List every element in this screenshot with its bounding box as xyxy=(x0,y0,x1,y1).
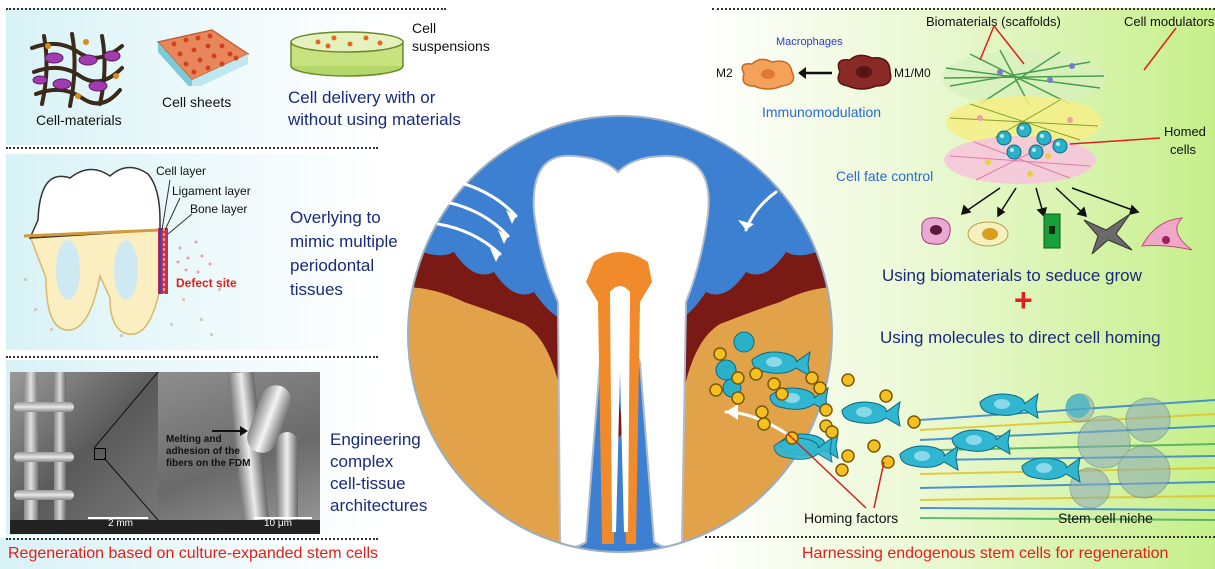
cell-suspension-dish-illustration xyxy=(288,28,406,78)
biomaterials-statement: Using biomaterials to seduce grow xyxy=(882,266,1142,286)
divider xyxy=(6,147,378,149)
engineering-caption-line2: complex xyxy=(330,452,393,472)
m2-label: M2 xyxy=(716,66,733,80)
overlying-caption-line4: tissues xyxy=(290,280,343,300)
cell-modulators-label: Cell modulators xyxy=(1124,14,1214,29)
cell-fate-control-label: Cell fate control xyxy=(836,168,933,184)
homed-cells-label-line2: cells xyxy=(1170,142,1196,157)
bone-layer-label: Bone layer xyxy=(190,202,247,216)
divider xyxy=(712,8,1215,10)
macrophage-m1-cell xyxy=(832,52,894,92)
homed-cells-label-line1: Homed xyxy=(1164,124,1206,139)
m1-to-m2-arrow xyxy=(798,66,832,80)
macrophages-label: Macrophages xyxy=(776,36,843,48)
right-footer-title: Harnessing endogenous stem cells for reg… xyxy=(802,545,1168,563)
m1m0-label: M1/M0 xyxy=(894,66,931,80)
cell-sheets-illustration xyxy=(152,24,252,86)
stem-cell-niche-label: Stem cell niche xyxy=(1058,510,1153,526)
cell-delivery-caption-line1: Cell delivery with or xyxy=(288,88,435,108)
cell-layer-label: Cell layer xyxy=(156,164,206,178)
plus-sign: + xyxy=(1014,282,1033,319)
differentiated-cells xyxy=(916,210,1196,254)
engineering-caption-line3: cell-tissue xyxy=(330,474,406,494)
cell-materials-illustration xyxy=(28,28,126,110)
ligament-layer-label: Ligament layer xyxy=(172,184,251,198)
cell-suspensions-label-line2: suspensions xyxy=(412,38,490,54)
homing-factors-label: Homing factors xyxy=(804,510,898,526)
cell-sheets-label: Cell sheets xyxy=(162,94,231,110)
divider xyxy=(6,356,378,358)
immunomodulation-label: Immunomodulation xyxy=(762,104,881,120)
zoom-connector-lines xyxy=(10,372,320,534)
sem-pointer-arrow xyxy=(212,424,248,438)
overlying-caption-line1: Overlying to xyxy=(290,208,381,228)
cell-materials-label: Cell-materials xyxy=(36,112,122,128)
divider xyxy=(6,538,378,540)
overlying-caption-line3: periodontal xyxy=(290,256,374,276)
biomaterials-label: Biomaterials (scaffolds) xyxy=(926,14,1061,29)
macrophage-m2-cell xyxy=(738,56,798,92)
overlying-caption-line2: mimic multiple xyxy=(290,232,398,252)
left-footer-title: Regeneration based on culture-expanded s… xyxy=(8,545,378,563)
cell-suspensions-label-line1: Cell xyxy=(412,20,436,36)
defect-site-label: Defect site xyxy=(176,276,237,290)
divider xyxy=(6,8,446,10)
homing-cells-and-factors xyxy=(708,330,1088,520)
